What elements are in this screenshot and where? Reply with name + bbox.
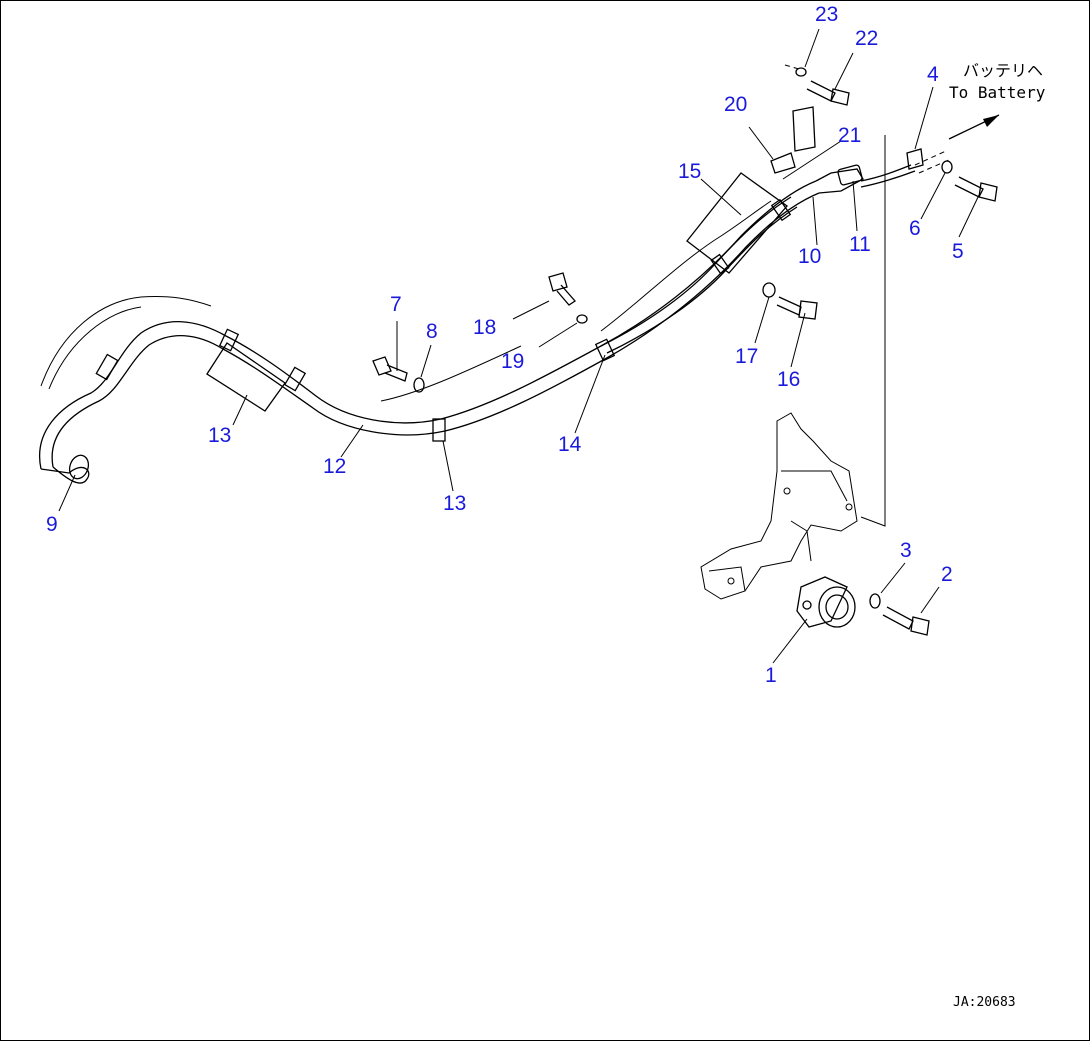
drawing-code: JA:20683 [953, 995, 1016, 1010]
callout-12: 12 [323, 455, 347, 478]
bolt-18-washer-19 [548, 272, 588, 324]
reference-line [860, 135, 886, 527]
bolt-7-washer-8 [372, 356, 425, 393]
callout-17: 17 [735, 345, 759, 368]
callout-22: 22 [855, 27, 879, 50]
mounting-bracket [700, 412, 858, 600]
callout-15: 15 [678, 160, 702, 183]
callout-4: 4 [927, 63, 939, 86]
callout-19: 19 [501, 350, 525, 373]
callout-6: 6 [909, 217, 921, 240]
callout-16: 16 [777, 368, 801, 391]
callout-18: 18 [473, 316, 497, 339]
clip-20-21 [770, 106, 816, 174]
hidden-hose-outline [40, 200, 772, 402]
terminal-cap-9 [40, 454, 90, 484]
battery-terminal-4-5-6 [906, 114, 1000, 202]
callout-10: 10 [798, 245, 822, 268]
callout-9: 9 [46, 513, 58, 536]
battery-relay-1 [796, 576, 856, 628]
callout-2: 2 [941, 563, 953, 586]
leader-lines [58, 28, 980, 664]
callout-21: 21 [838, 124, 862, 147]
terminal-11 [815, 164, 864, 194]
callout-11: 11 [849, 233, 871, 256]
battery-note-jp: バッテリヘ [963, 61, 1044, 80]
callout-5: 5 [952, 240, 964, 263]
callout-20: 20 [724, 93, 748, 116]
wiring-harness-cable [39, 150, 952, 470]
callout-3: 3 [900, 539, 912, 562]
battery-note-en: To Battery [949, 83, 1046, 102]
callout-8: 8 [426, 320, 438, 343]
bolt-2-washer-3 [869, 593, 930, 636]
bolt-22-washer-23 [784, 64, 850, 106]
callout-13-center: 13 [443, 492, 467, 515]
bolt-16-washer-17 [762, 282, 818, 320]
callout-23: 23 [815, 3, 839, 26]
callout-13-left: 13 [208, 424, 232, 447]
callout-7: 7 [390, 293, 402, 316]
callout-14: 14 [558, 433, 582, 456]
callout-1: 1 [765, 664, 777, 687]
clamps [95, 198, 792, 442]
